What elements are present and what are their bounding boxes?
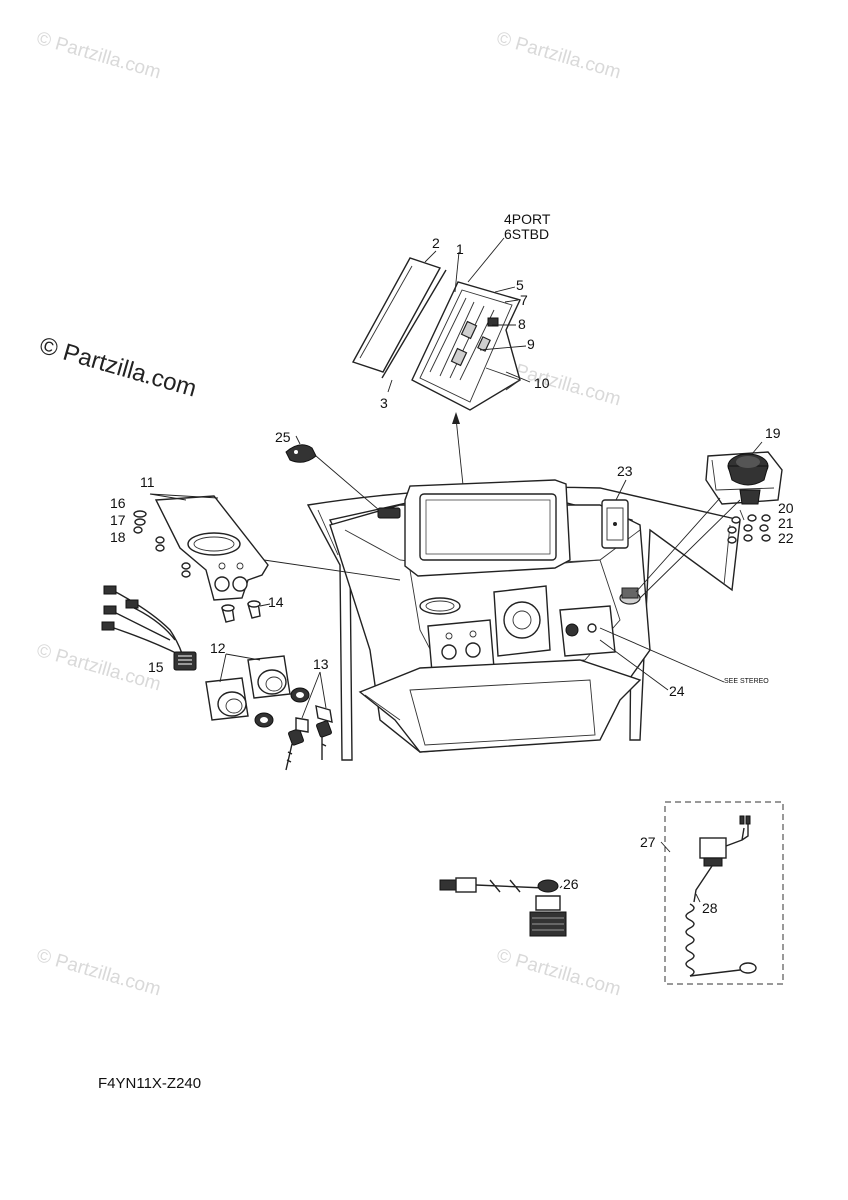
diagram-code: F4YN11X-Z240 — [98, 1075, 202, 1092]
callout-7: 7 — [520, 292, 528, 308]
callout-19: 19 — [765, 425, 781, 441]
parts-16-18-hardware — [133, 510, 191, 578]
callout-5: 5 — [516, 277, 524, 293]
callout-20: 20 — [778, 500, 794, 516]
dash-console — [306, 479, 741, 761]
part-11-side-panel — [149, 493, 401, 601]
callout-4-port: 4PORT — [504, 211, 551, 227]
callout-23: 23 — [617, 463, 633, 479]
part-12-ignition-switch — [205, 653, 310, 728]
callout-8: 8 — [518, 316, 526, 332]
callout-10: 10 — [534, 375, 550, 391]
callout-27: 27 — [640, 834, 656, 850]
see-stereo-note: SEE STEREO — [724, 678, 769, 685]
callout-3: 3 — [380, 395, 388, 411]
callout-16: 16 — [110, 495, 126, 511]
parts-20-22-hardware — [727, 509, 771, 544]
callout-18: 18 — [110, 529, 126, 545]
callout-13: 13 — [313, 656, 329, 672]
callout-6-stbd: 6STBD — [504, 226, 550, 242]
part-25-fob — [285, 435, 387, 517]
callout-22: 22 — [778, 530, 794, 546]
part-14-plugs — [221, 600, 271, 623]
part-15-wire-harness — [101, 585, 197, 671]
part-3-seal — [381, 269, 447, 379]
part-1-display-module — [411, 281, 521, 411]
callout-11: 11 — [140, 474, 155, 490]
callout-21: 21 — [778, 515, 794, 531]
callout-2: 2 — [432, 235, 440, 251]
part-2-bezel — [351, 257, 442, 373]
callout-17: 17 — [110, 512, 126, 528]
callout-28: 28 — [702, 900, 718, 916]
part-27-lanyard-kit — [660, 801, 784, 985]
callout-9: 9 — [527, 336, 535, 352]
part-13-keys — [285, 671, 333, 771]
callout-12: 12 — [210, 640, 226, 656]
callout-15: 15 — [148, 659, 164, 675]
part-19-throttle-control — [635, 441, 783, 599]
callout-25: 25 — [275, 429, 291, 445]
callout-24: 24 — [669, 683, 685, 699]
callout-26: 26 — [563, 876, 579, 892]
part-26-cable — [439, 877, 567, 937]
callout-14: 14 — [268, 594, 284, 610]
callout-1: 1 — [456, 241, 464, 257]
